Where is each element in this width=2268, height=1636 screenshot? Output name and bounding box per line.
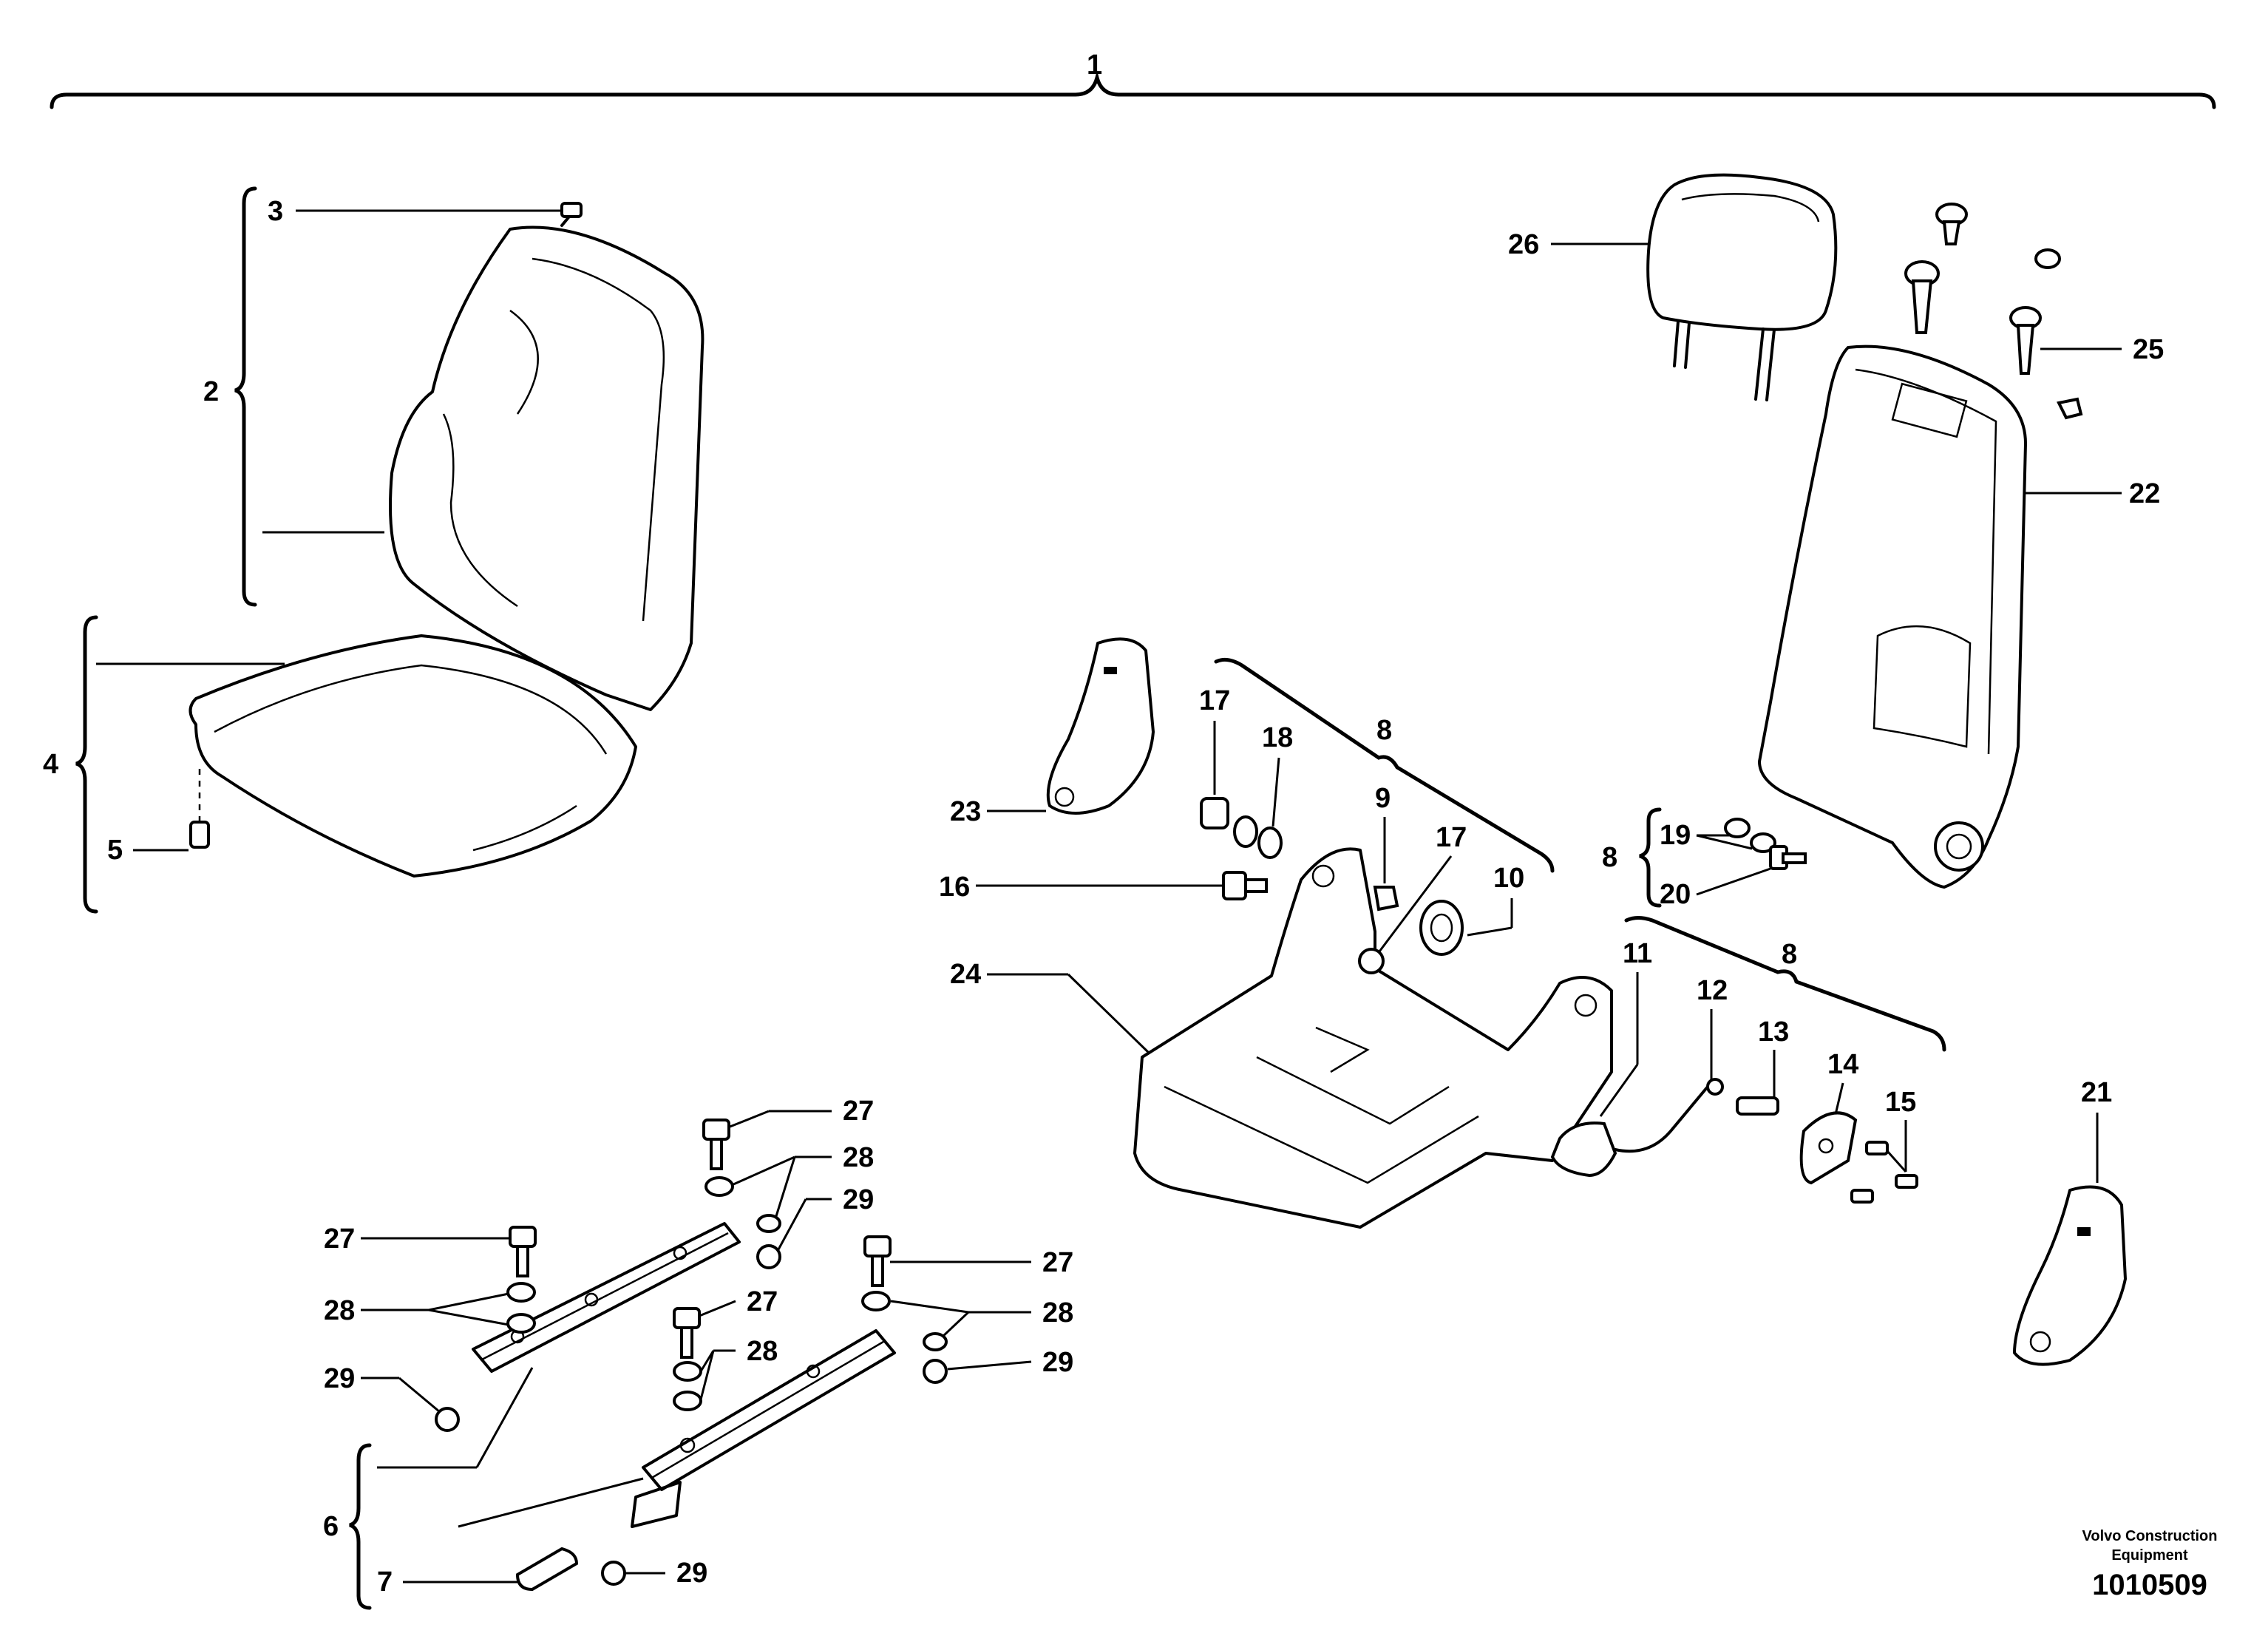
callout-8-lower: 8 — [1782, 939, 1797, 970]
seat-cushion — [189, 634, 637, 878]
callout-29-a: 29 — [843, 1184, 874, 1215]
company-line-1: Volvo Construction — [2082, 1528, 2218, 1544]
rail-handle — [515, 1547, 579, 1592]
callout-17-upper: 17 — [1199, 685, 1230, 716]
backrest-cushion — [389, 225, 704, 711]
backrest-frame — [1758, 344, 2027, 889]
headrest-guide-icon — [1904, 203, 2061, 375]
nut-icon — [435, 1244, 948, 1586]
group-8-brace-middle — [1214, 657, 1555, 873]
washer-icon — [506, 1176, 948, 1411]
spring-icon — [1736, 1096, 1779, 1116]
callout-4: 4 — [43, 749, 58, 780]
washer-icon — [1724, 818, 1776, 853]
slide-rail-upper — [472, 1222, 741, 1373]
cushion-brace — [75, 615, 98, 914]
callout-18: 18 — [1262, 722, 1293, 753]
bracket-icon — [1799, 1111, 1858, 1185]
screw-icon — [560, 202, 583, 227]
callout-3: 3 — [268, 196, 283, 227]
callout-13: 13 — [1758, 1016, 1789, 1048]
callout-9: 9 — [1375, 783, 1391, 814]
slide-rail-lower — [631, 1329, 896, 1528]
callout-23: 23 — [950, 796, 981, 827]
callout-28-a: 28 — [843, 1142, 874, 1173]
gear-icon — [1419, 900, 1464, 956]
callout-26: 26 — [1508, 229, 1539, 260]
callout-27-d: 27 — [747, 1286, 778, 1317]
callout-11: 11 — [1623, 938, 1652, 969]
callout-22: 22 — [2129, 478, 2160, 509]
lever-handle — [1550, 1085, 1709, 1178]
callout-10: 10 — [1493, 863, 1524, 894]
clip-icon — [2057, 397, 2083, 420]
bushing-icon — [1200, 797, 1229, 829]
company-line-2: Equipment — [2111, 1547, 2188, 1564]
group-8-brace-lower — [1624, 916, 1946, 1052]
side-cover-right — [2013, 1185, 2127, 1366]
callout-15: 15 — [1885, 1087, 1916, 1118]
rail-brace — [349, 1443, 372, 1610]
callout-28-d: 28 — [747, 1336, 778, 1367]
bolt-icon — [1769, 845, 1807, 870]
company-credit: Volvo Construction Equipment — [2061, 1527, 2238, 1565]
callout-29-d: 29 — [676, 1558, 707, 1589]
side-cover-left — [1046, 637, 1155, 815]
assembly-brace — [50, 70, 2216, 109]
screw-icon — [189, 769, 210, 849]
lever-icon — [1373, 886, 1399, 912]
callout-14: 14 — [1827, 1049, 1858, 1080]
headrest — [1646, 173, 1838, 401]
pin-icon — [1706, 1078, 1724, 1096]
seat-frame — [1133, 847, 1613, 1229]
drawing-number: 1010509 — [2092, 1569, 2207, 1601]
callout-28-c: 28 — [1042, 1297, 1073, 1328]
callout-24: 24 — [950, 959, 981, 990]
bolt-icon — [509, 1119, 892, 1359]
callout-16: 16 — [939, 872, 970, 903]
callout-20: 20 — [1660, 879, 1691, 910]
callout-27-b: 27 — [324, 1223, 355, 1255]
callout-8-middle: 8 — [1376, 715, 1392, 746]
backrest-brace — [234, 186, 257, 607]
washer-icon — [1233, 815, 1283, 859]
callout-21: 21 — [2081, 1077, 2112, 1108]
screw-icon — [1850, 1141, 1918, 1204]
callout-8-right: 8 — [1602, 842, 1617, 873]
callout-6: 6 — [323, 1511, 339, 1542]
callout-25: 25 — [2133, 334, 2164, 365]
group-8-brace-right — [1639, 807, 1662, 908]
callout-29-c: 29 — [1042, 1347, 1073, 1378]
callout-27-c: 27 — [1042, 1247, 1073, 1278]
callout-12: 12 — [1697, 975, 1728, 1006]
callout-5: 5 — [107, 835, 123, 866]
nut-icon — [1358, 948, 1385, 974]
callout-28-b: 28 — [324, 1295, 355, 1326]
callout-19: 19 — [1660, 820, 1691, 851]
callout-1: 1 — [1087, 50, 1102, 81]
callout-29-b: 29 — [324, 1363, 355, 1394]
callout-7: 7 — [377, 1567, 393, 1598]
bolt-icon — [1222, 871, 1268, 900]
callout-27-a: 27 — [843, 1096, 874, 1127]
callout-17-lower: 17 — [1436, 822, 1467, 853]
callout-2: 2 — [203, 376, 219, 407]
